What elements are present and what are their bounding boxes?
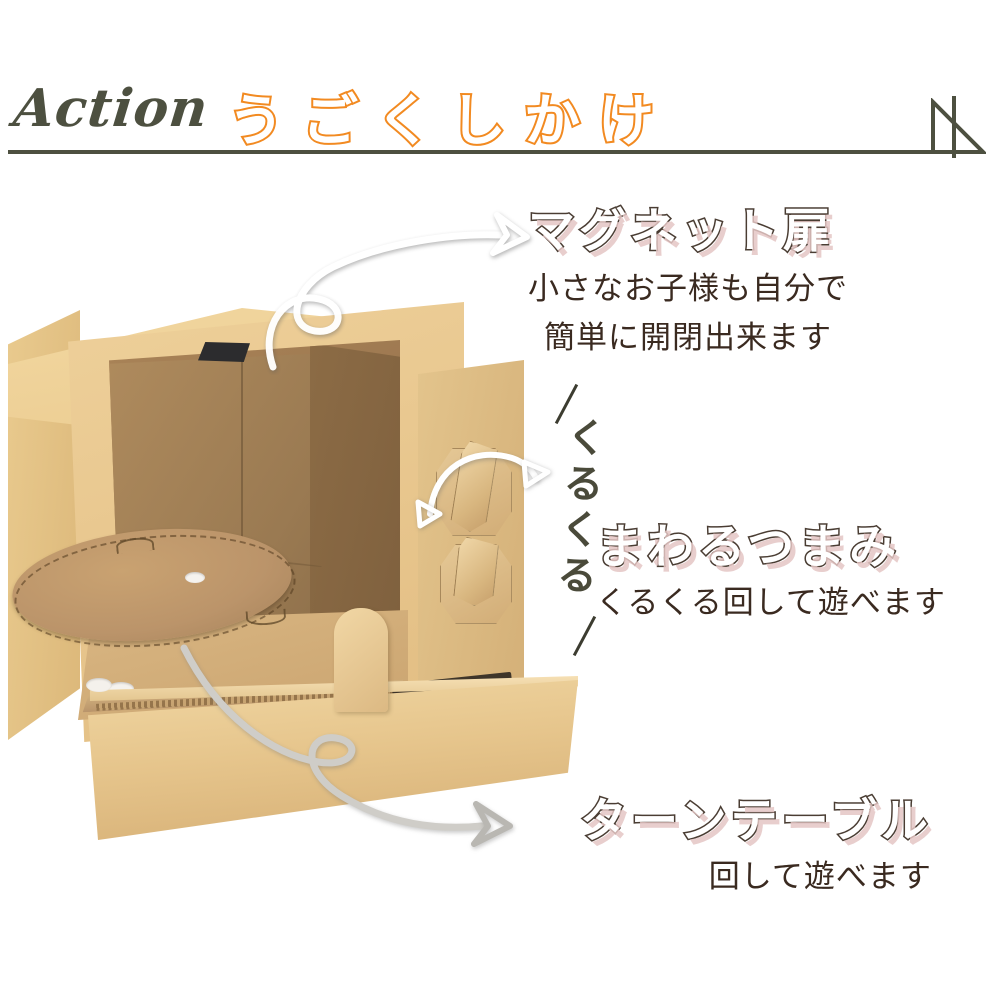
product-photo: [0, 280, 620, 900]
header-rule: [8, 150, 960, 154]
annotation-turning-knob: まわるつまみ くるくる回して遊べます: [595, 508, 946, 624]
action-script-word: Action: [10, 78, 212, 139]
page-title: うごくしかけ: [226, 87, 672, 154]
annotation-magnet-door-title: マグネット扉: [527, 203, 834, 259]
annotation-turntable-title: ターンテーブル: [579, 793, 932, 849]
annotation-turning-knob-sub1: くるくる回して遊べます: [596, 585, 946, 620]
turntable-center-hole: [185, 572, 205, 583]
door-handle[interactable]: [334, 608, 388, 712]
flag-arrow-icon: [931, 98, 986, 154]
annotation-magnet-door-sub1: 小さなお子様も自分で: [528, 271, 848, 306]
header-tick: [952, 96, 956, 158]
magnet-patch: [198, 342, 250, 362]
annotation-magnet-door: マグネット扉 小さなお子様も自分で 簡単に開閉出来ます: [527, 192, 848, 359]
annotation-magnet-door-sub2: 簡単に開閉出来ます: [544, 319, 832, 355]
annotation-turning-knob-title: まわるつまみ: [595, 519, 901, 575]
side-hole: [86, 678, 112, 692]
right-control-panel: [418, 360, 524, 712]
annotation-turntable-sub1: 回して遊べます: [708, 859, 932, 894]
cavity-seam: [241, 360, 243, 572]
header: Action うごくしかけ: [0, 58, 1000, 173]
annotation-turntable: ターンテーブル 回して遊べます: [579, 782, 932, 898]
